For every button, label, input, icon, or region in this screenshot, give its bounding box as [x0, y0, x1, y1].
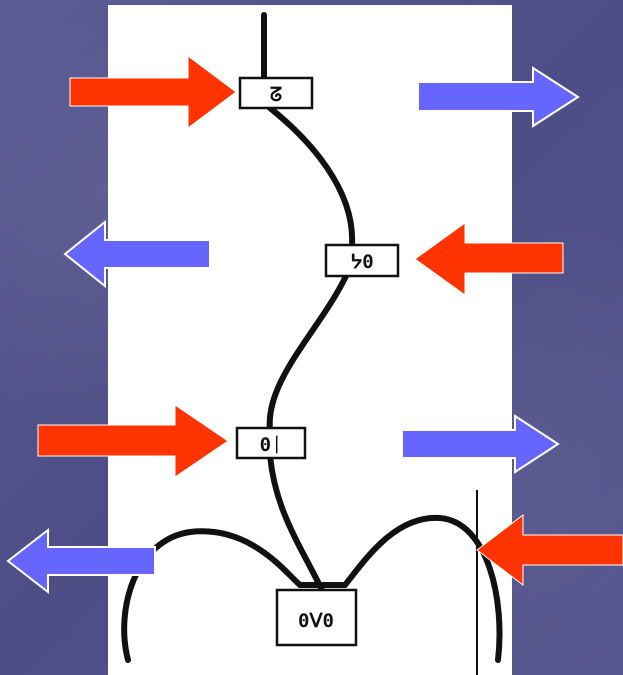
box-second-label: ᔭ0: [350, 251, 373, 273]
box-top-label: ᘔ: [270, 84, 282, 106]
box-bottom-label: 0ᐯ0: [298, 610, 334, 632]
box-third: 0ᛁ: [235, 426, 307, 460]
box-second: ᔭ0: [324, 243, 400, 278]
box-third-label: 0ᛁ: [260, 434, 283, 456]
red-arrow-left-second: [414, 222, 564, 296]
red-arrow-right-top: [69, 55, 237, 129]
blue-arrow-right-third: [401, 414, 560, 474]
spine-line: [261, 12, 356, 593]
box-top: ᘔ: [238, 76, 314, 110]
red-arrow-left-base: [476, 513, 623, 587]
blue-arrow-left-base: [6, 527, 156, 595]
box-bottom: 0ᐯ0: [275, 588, 358, 647]
blue-arrow-left-second: [63, 219, 211, 289]
red-arrow-right-third: [37, 404, 229, 478]
blue-arrow-right-top: [417, 66, 580, 128]
